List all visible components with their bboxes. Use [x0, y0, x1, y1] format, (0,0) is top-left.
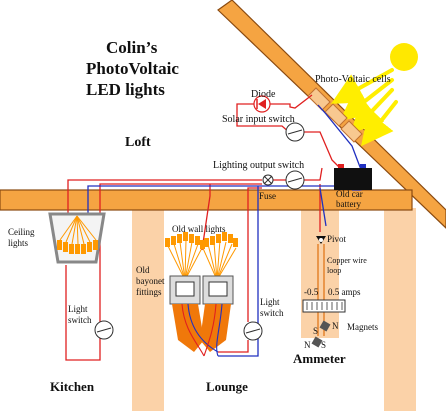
kitchen-light-switch-icon — [94, 320, 114, 340]
solar-input-switch-label: Solar input switch — [222, 114, 295, 125]
scale-min-label: -0.5 — [304, 287, 319, 297]
lounge-light-switch-icon — [243, 321, 263, 341]
copper-loop-label-line1: Copper wire — [327, 256, 367, 265]
room-kitchen: Kitchen — [50, 379, 95, 394]
ceiling-lights-label-line2: lights — [8, 238, 29, 248]
pole-n-top: N — [332, 321, 339, 331]
pv-cells — [307, 87, 363, 143]
solar-input-switch-icon — [285, 122, 305, 142]
sun-rays — [331, 68, 398, 147]
lighting-output-switch-icon — [285, 170, 305, 190]
bayonet-wires — [181, 303, 223, 357]
pivot-label: Pivot — [327, 234, 347, 244]
kitchen-lounge-pillar — [132, 208, 164, 411]
room-lounge: Lounge — [206, 379, 248, 394]
battery-label-line1: Old car — [336, 189, 363, 199]
fuse-label: Fuse — [259, 191, 276, 201]
diode-icon — [253, 95, 271, 113]
title-line3: LED lights — [86, 80, 165, 99]
kitchen-switch-label-line2: switch — [68, 315, 92, 325]
ceiling-lights-label-line1: Ceiling — [8, 227, 35, 237]
wall-light-left-icon — [165, 232, 205, 281]
ammeter-label: Ammeter — [293, 351, 346, 366]
lounge-switch-label-line1: Light — [260, 297, 280, 307]
right-wall-pillar — [384, 208, 416, 411]
lounge-switch-label-line2: switch — [260, 308, 284, 318]
ceiling-lights-icon — [48, 212, 106, 264]
battery-label-line2: battery — [336, 199, 361, 209]
sun-icon — [390, 43, 418, 71]
copper-loop-label-line2: loop — [327, 266, 341, 275]
wall-light-right-icon — [201, 232, 238, 281]
pv-cells-label: Photo-Voltaic cells — [315, 74, 391, 85]
pole-s-top: S — [313, 326, 318, 336]
title-line2: PhotoVoltaic — [86, 59, 179, 78]
diode-label: Diode — [251, 89, 276, 100]
pole-n-bottom: N — [304, 340, 311, 350]
magnets-label: Magnets — [347, 322, 378, 332]
ammeter-icon — [302, 236, 346, 348]
kitchen-switch-label-line1: Light — [68, 304, 88, 314]
pole-s-bottom: S — [321, 340, 326, 350]
title-line1: Colin’s — [106, 38, 158, 57]
bayonet-label-line3: fittings — [136, 287, 162, 297]
lighting-output-switch-label: Lighting output switch — [213, 160, 304, 171]
bayonet-label-line1: Old — [136, 265, 150, 275]
red-wires — [65, 94, 341, 361]
bayonet-fittings-icon — [169, 275, 234, 352]
battery-icon — [334, 164, 372, 190]
scale-max-label: 0.5 amps — [328, 287, 361, 297]
old-wall-lights-label: Old wall lights — [172, 224, 226, 234]
bayonet-label-line2: bayonet — [136, 276, 165, 286]
fuse-icon — [262, 174, 274, 186]
loft-floor-beam — [0, 189, 413, 211]
room-loft: Loft — [125, 135, 151, 150]
